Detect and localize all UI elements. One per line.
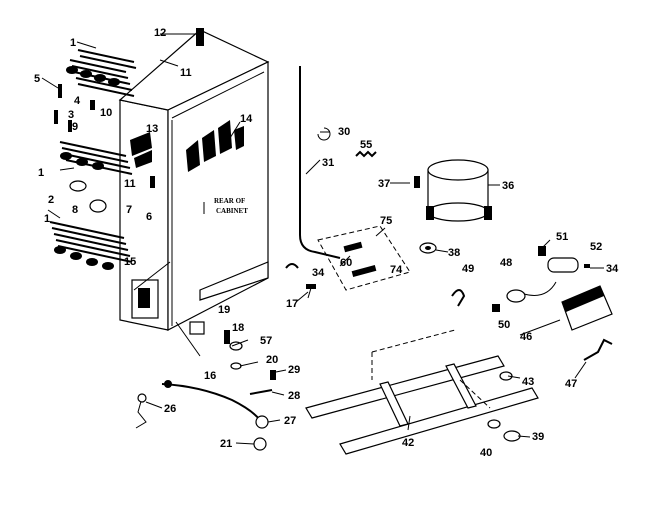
label-18: 18	[232, 322, 244, 334]
label-11: 11	[180, 67, 192, 79]
label-6: 6	[146, 211, 152, 223]
coil-stack-top	[66, 49, 137, 97]
vent-13	[130, 132, 152, 168]
label-36: 36	[502, 180, 514, 192]
label-19: 19	[218, 304, 230, 316]
spring-55	[355, 150, 377, 158]
coil-stack-middle	[59, 141, 133, 175]
label-49: 49	[462, 263, 474, 275]
label-9: 9	[72, 121, 78, 133]
clip-34-and-17	[285, 263, 316, 299]
label-13: 13	[146, 123, 158, 135]
label-39: 39	[532, 431, 544, 443]
label-28: 28	[288, 390, 300, 402]
label-31: 31	[322, 157, 334, 169]
label-75: 75	[380, 215, 392, 227]
label-5: 5	[34, 73, 40, 85]
label-14: 14	[240, 113, 253, 125]
box-15	[131, 279, 159, 319]
label-1: 1	[38, 167, 44, 179]
label-34: 34	[606, 263, 619, 275]
coil-stack-bottom	[49, 221, 133, 270]
label-1: 1	[44, 213, 50, 225]
label-26: 26	[164, 403, 176, 415]
base-frame-42	[305, 329, 539, 455]
label-29: 29	[288, 364, 300, 376]
label-3: 3	[68, 109, 74, 121]
leader-lines	[41, 33, 604, 445]
label-40: 40	[480, 447, 492, 459]
fasteners-left	[54, 28, 204, 213]
label-48: 48	[500, 257, 512, 269]
label-8: 8	[72, 204, 78, 216]
label-38: 38	[448, 247, 460, 259]
tube-31	[299, 66, 341, 259]
bracket-47	[583, 338, 613, 361]
label-16: 16	[204, 370, 216, 382]
label-74: 74	[390, 264, 403, 276]
label-2: 2	[48, 194, 54, 206]
label-51: 51	[556, 231, 568, 243]
label-60: 60	[340, 257, 352, 269]
rear-panel-detail	[186, 120, 244, 172]
label-27: 27	[284, 415, 296, 427]
label-55: 55	[360, 139, 372, 151]
label-46: 46	[520, 331, 532, 343]
clip-49-50	[451, 289, 500, 312]
label-42: 42	[402, 437, 414, 449]
label-47: 47	[565, 378, 577, 390]
label-11: 11	[124, 178, 136, 190]
label-50: 50	[498, 319, 510, 331]
label-17: 17	[286, 298, 298, 310]
label-30: 30	[338, 126, 350, 138]
label-20: 20	[266, 354, 278, 366]
label-21: 21	[220, 438, 232, 450]
label-7: 7	[126, 204, 132, 216]
label-34: 34	[312, 267, 325, 279]
motor-36	[414, 159, 492, 222]
lower-left-parts	[135, 321, 276, 451]
grommet-38	[419, 242, 437, 254]
rear-of-cabinet-note-2: CABINET	[216, 207, 248, 215]
label-12: 12	[154, 27, 166, 39]
label-52: 52	[590, 241, 602, 253]
label-57: 57	[260, 335, 272, 347]
label-4: 4	[74, 95, 81, 107]
rear-of-cabinet-note-1: REAR OF	[214, 197, 245, 205]
relay-48-group	[506, 246, 590, 303]
label-1: 1	[70, 37, 76, 49]
label-37: 37	[378, 178, 390, 190]
label-43: 43	[522, 376, 534, 388]
label-10: 10	[100, 107, 112, 119]
label-15: 15	[124, 256, 136, 268]
part-labels: 1 5 4 3 10 9 1 11 2 8 7 1 12 11 13 14 6 …	[34, 27, 619, 459]
cabinet-shell	[118, 29, 270, 331]
assembly-75-outline	[317, 225, 411, 291]
cover-46	[561, 285, 613, 331]
